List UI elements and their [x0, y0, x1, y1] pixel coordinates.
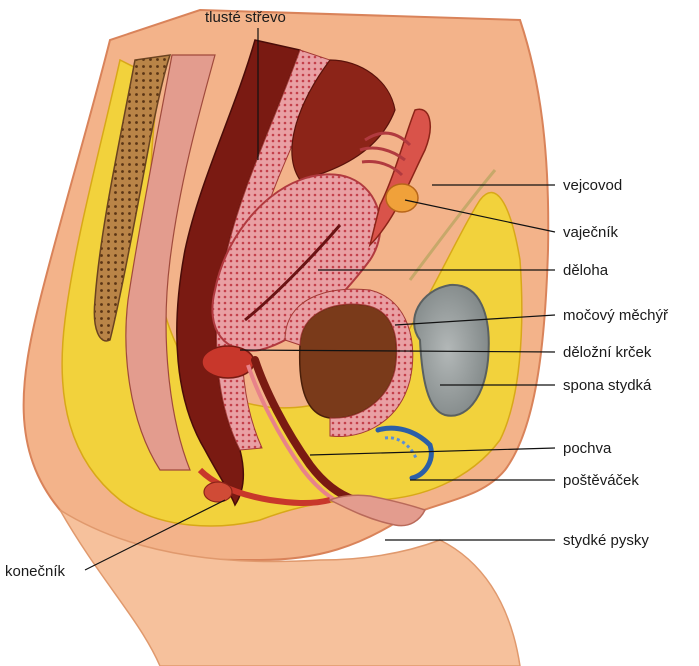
- label-rectum: konečník: [5, 563, 66, 580]
- label-bladder: močový měchýř: [563, 307, 669, 324]
- ovary: [386, 184, 418, 212]
- label-uterus: děloha: [563, 262, 609, 279]
- label-labia: stydké pysky: [563, 532, 649, 549]
- label-pubic-symphysis: spona stydká: [563, 377, 652, 394]
- label-vagina: pochva: [563, 440, 612, 457]
- cervix: [202, 346, 254, 378]
- label-fallopian-tube: vejcovod: [563, 177, 622, 194]
- label-clitoris: poštěváček: [563, 472, 639, 489]
- anal-sphincter: [204, 482, 232, 502]
- label-cervix: děložní krček: [563, 344, 652, 361]
- label-ovary: vaječník: [563, 224, 619, 241]
- label-colon: tlusté střevo: [205, 9, 286, 26]
